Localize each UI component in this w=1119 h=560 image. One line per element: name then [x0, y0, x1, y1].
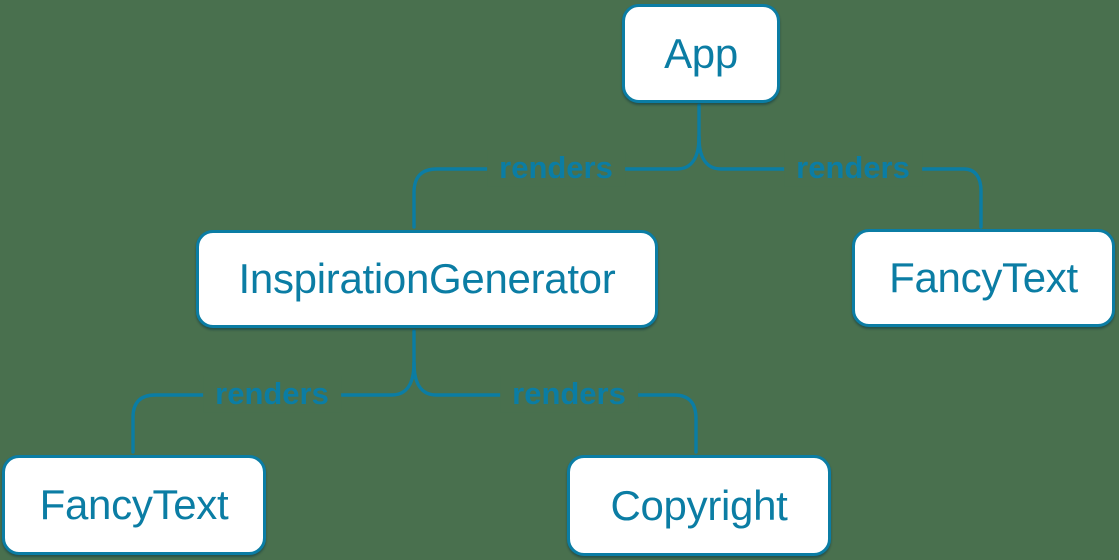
edge-label-renders-app-fancy-text: renders [784, 150, 922, 186]
node-inspiration-generator: InspirationGenerator [196, 230, 658, 328]
connector-app-to-fancy-text-top [697, 135, 983, 229]
node-inspiration-generator-label: InspirationGenerator [238, 255, 616, 302]
connector-inspiration-generator-to-copyright [412, 361, 698, 454]
edge-label-renders-app-inspiration-generator: renders [487, 150, 625, 186]
edge-label-renders-inspiration-generator-copyright: renders [500, 376, 638, 412]
node-fancy-text-bottom-label: FancyText [39, 481, 229, 528]
node-app-label: App [664, 29, 738, 77]
node-fancy-text-top: FancyText [852, 229, 1115, 327]
node-app: App [622, 4, 780, 103]
node-copyright: Copyright [567, 455, 831, 556]
connector-app-to-inspiration-generator [412, 135, 701, 229]
node-fancy-text-bottom: FancyText [2, 455, 266, 555]
edge-label-renders-inspiration-generator-fancy-text: renders [203, 376, 341, 412]
node-copyright-label: Copyright [610, 481, 788, 529]
connector-inspiration-generator-to-fancy-text-bottom [131, 361, 416, 454]
node-fancy-text-top-label: FancyText [889, 254, 1078, 301]
